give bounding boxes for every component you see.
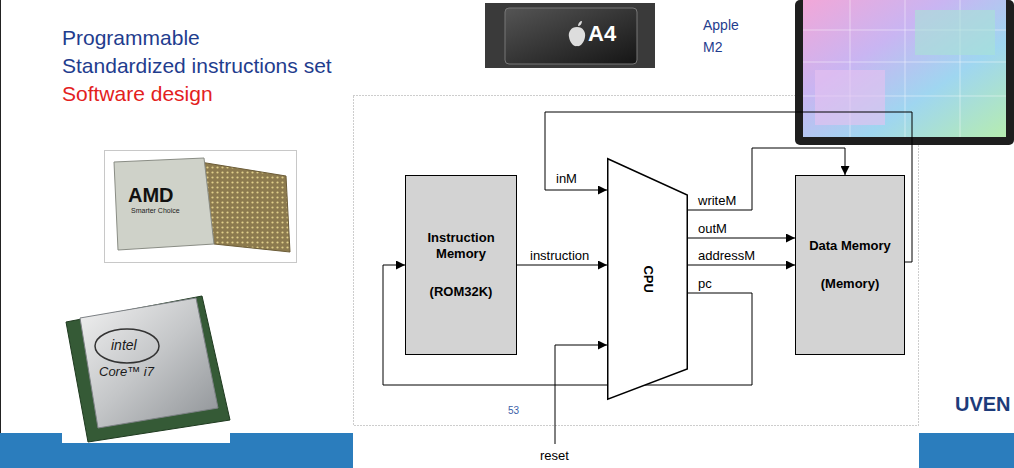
signal-name: pc <box>698 276 712 292</box>
slide-text: Software design <box>62 81 213 106</box>
m2-package <box>795 0 1014 145</box>
node-subtitle: (Memory) <box>821 276 880 292</box>
intel-pcb <box>66 296 230 442</box>
m2-die <box>803 0 1006 137</box>
chip-marking: A4 <box>588 21 616 47</box>
intel-heatspreader <box>80 298 218 428</box>
a4-chip <box>505 8 637 64</box>
chip-brand: intel <box>111 337 137 354</box>
photo-caption: Apple M2 <box>703 14 745 58</box>
chip-brand: AMD <box>128 183 174 207</box>
cpu-trapezoid-shape <box>608 159 688 400</box>
m2-die-block <box>915 10 995 55</box>
slide-text: Programmable <box>62 25 200 50</box>
signal-name: instruction <box>530 248 589 264</box>
reset-wire <box>555 345 607 444</box>
chip-slogan: Smarter Choice <box>131 207 180 215</box>
node-subtitle: (ROM32K) <box>430 284 493 300</box>
slide-text: Standardized instructions set <box>62 53 332 78</box>
cpu-trapezoid: CPU <box>607 158 688 400</box>
memory-box: Data Memory (Memory) <box>795 175 905 355</box>
diagram-ground <box>353 95 919 468</box>
signal-name: addressM <box>698 248 755 264</box>
signal-name: reset <box>540 448 569 464</box>
node-title: Data Memory <box>809 238 891 254</box>
slide-edge <box>0 0 1 434</box>
signal-name: outM <box>698 221 727 237</box>
m2-die-block <box>815 70 885 125</box>
a4-photo-ground <box>485 3 655 68</box>
m2-die-grid <box>803 0 1006 137</box>
signal-wire <box>688 238 795 239</box>
signal-wire <box>688 265 795 266</box>
chip-model: Core™ i7 <box>99 364 154 380</box>
memory-box: Instruction Memory (ROM32K) <box>405 175 517 355</box>
page-number: 53 <box>508 405 519 417</box>
amd-photo-frame <box>105 151 297 263</box>
amd-chip-photo <box>105 151 297 263</box>
amd-chip-lid <box>114 158 214 250</box>
intel-logo-ring <box>95 329 159 363</box>
signal-name: writeM <box>698 193 736 209</box>
intel-chip-photo <box>66 296 230 442</box>
apple-logo <box>569 21 585 46</box>
node-title: Instruction Memory <box>412 230 510 263</box>
signal-wire <box>517 265 607 266</box>
logo-text: UVEN <box>955 392 1011 416</box>
signal-name: inM <box>556 171 577 187</box>
m2-chip-photo <box>795 0 1014 145</box>
node-title: CPU <box>639 265 655 292</box>
a4-chip-photo <box>485 3 655 68</box>
